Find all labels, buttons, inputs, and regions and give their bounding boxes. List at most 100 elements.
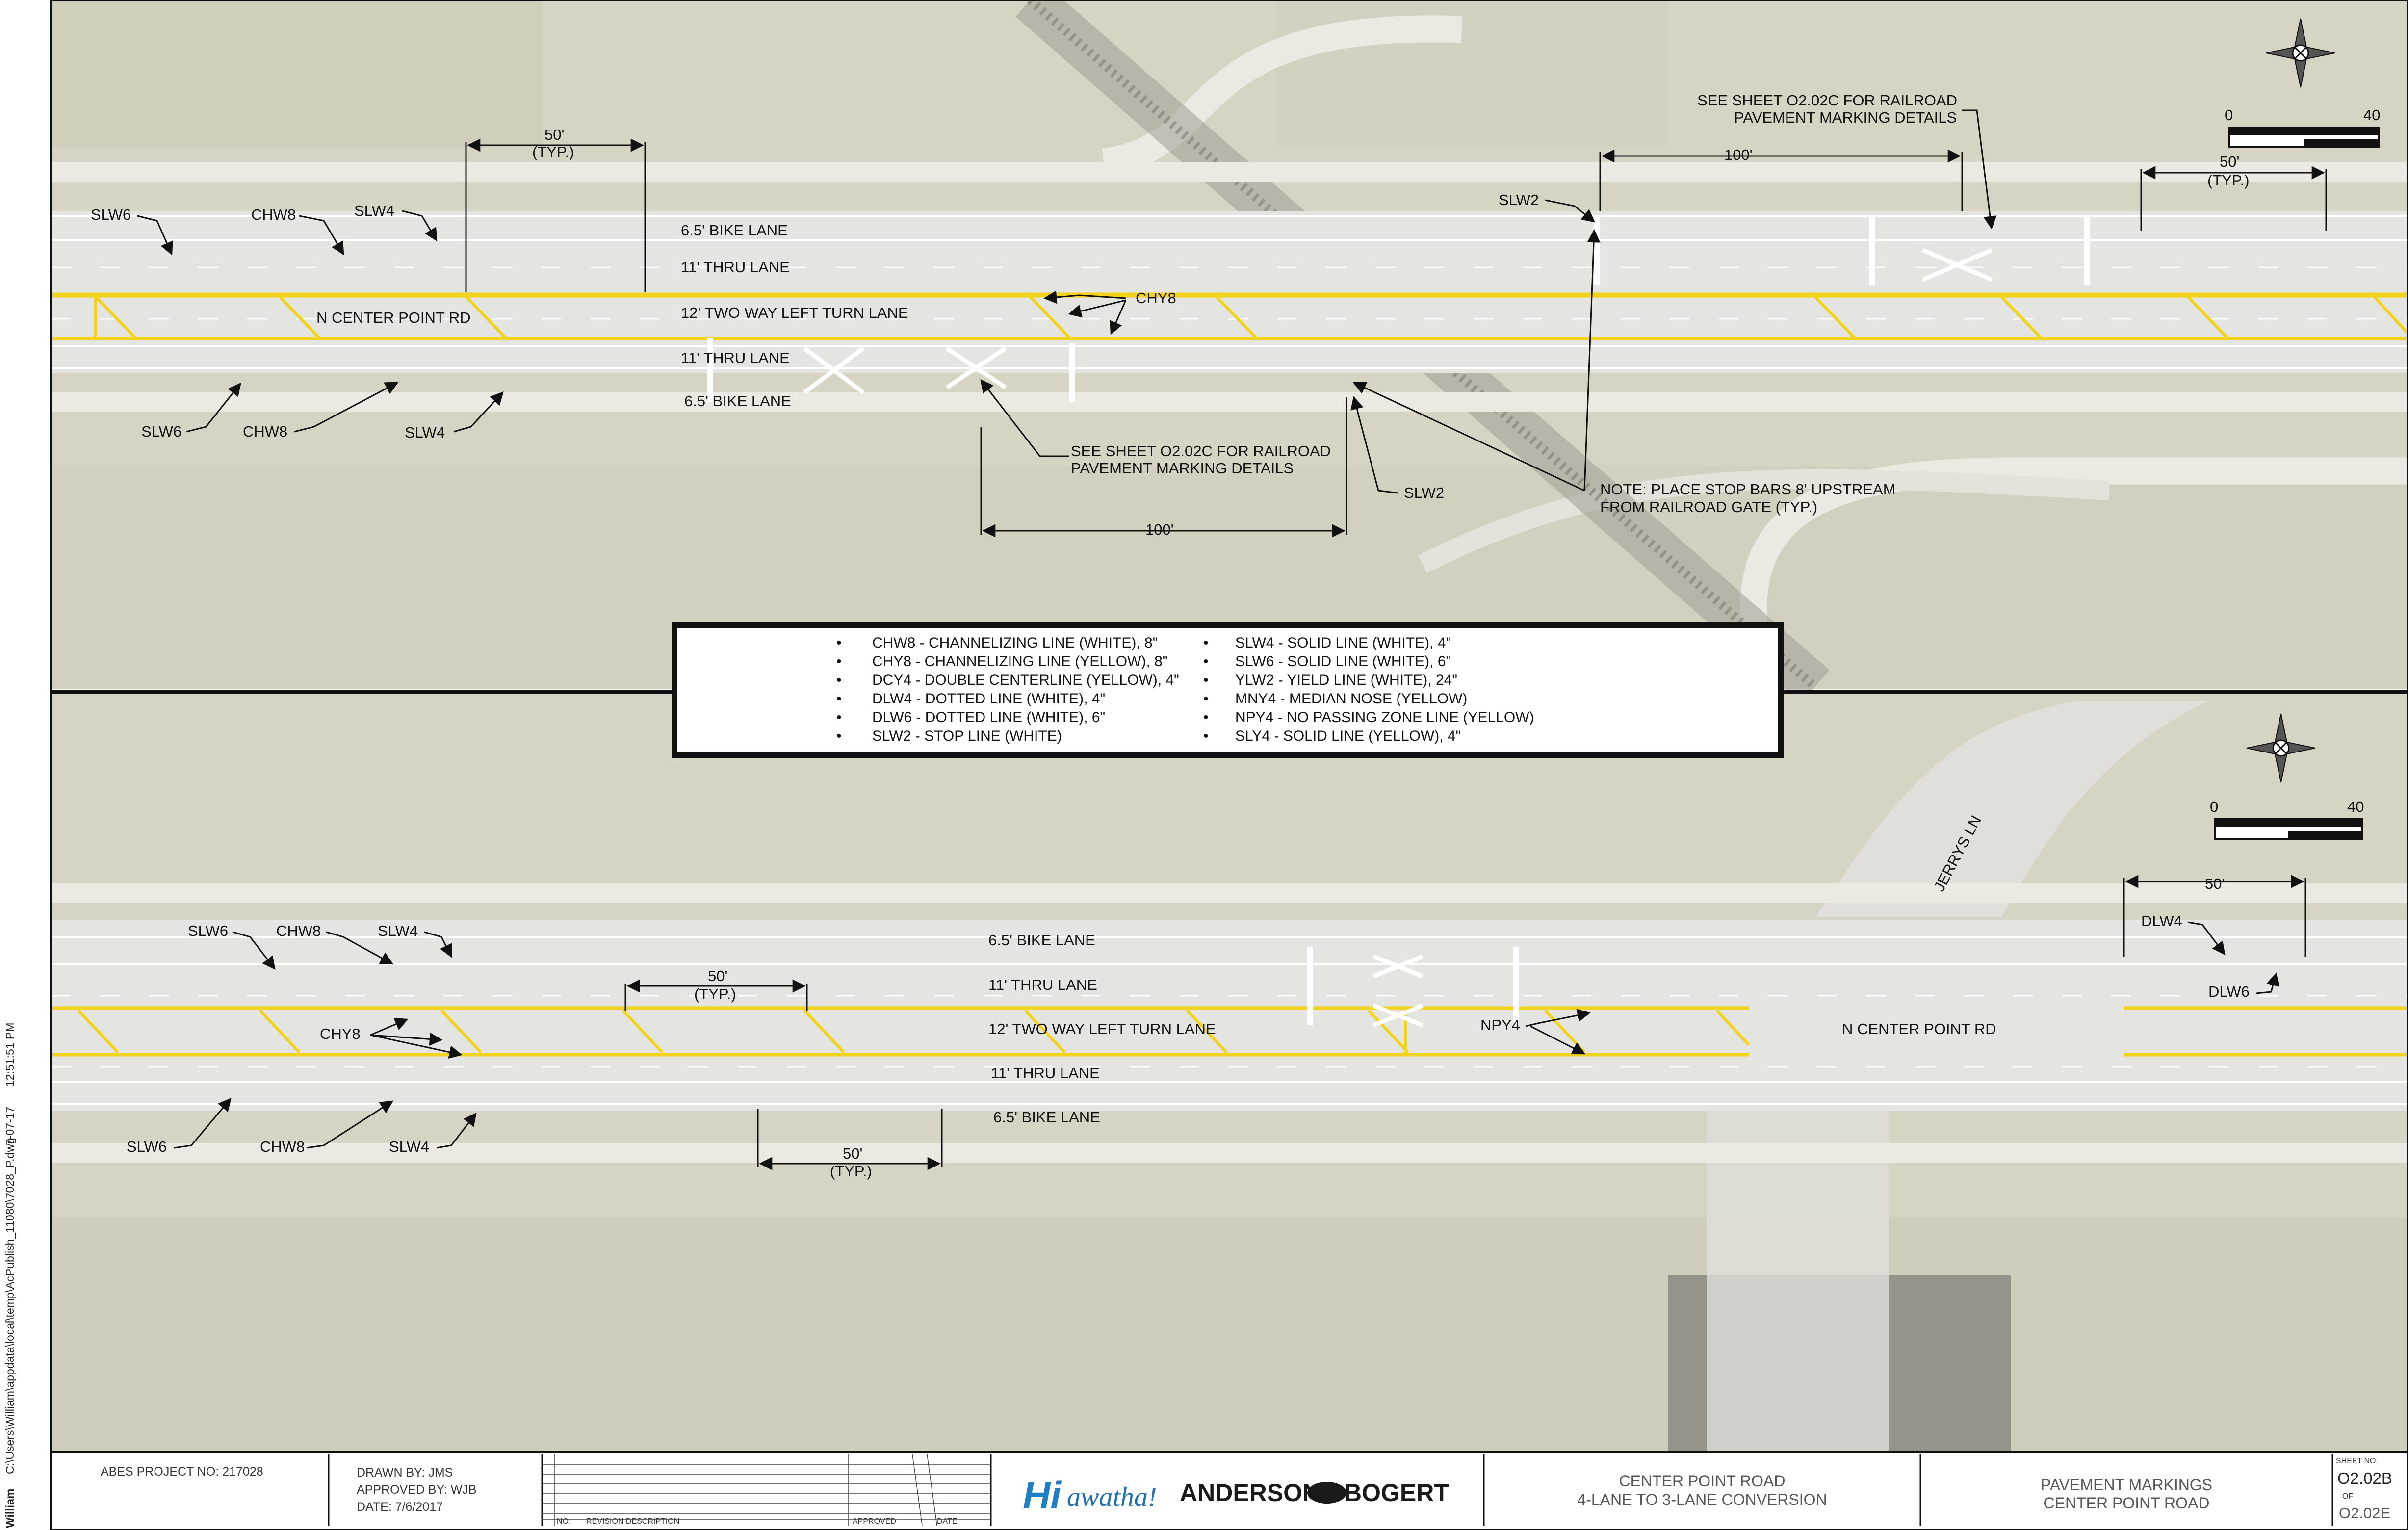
callout-chw8: CHW8 xyxy=(260,1138,305,1155)
scale-bar xyxy=(2228,127,2380,148)
legend-bullet: • xyxy=(1203,728,1209,744)
project-subtitle: 4-LANE TO 3-LANE CONVERSION xyxy=(1577,1491,1827,1508)
callout-slw4: SLW4 xyxy=(354,202,394,219)
callout-dlw6: DLW6 xyxy=(2208,983,2250,1000)
callout-slw4: SLW4 xyxy=(378,922,418,939)
legend-item: SLW6 - SOLID LINE (WHITE), 6" xyxy=(1235,653,1451,670)
callout-chw8: CHW8 xyxy=(276,922,321,939)
callout-slw6: SLW6 xyxy=(188,922,228,939)
dimension-label: (TYP.) xyxy=(830,1163,872,1180)
legend-item: CHW8 - CHANNELIZING LINE (WHITE), 8" xyxy=(872,635,1158,651)
note: NOTE: PLACE STOP BARS 8' UPSTREAM xyxy=(1600,481,1896,498)
top-labels: 6.5' BIKE LANE 11' THRU LANE 12' TWO WAY… xyxy=(91,92,2380,538)
sheet-title: PAVEMENT MARKINGS xyxy=(2041,1476,2212,1494)
sheet-subtitle: CENTER POINT ROAD xyxy=(2044,1494,2210,1512)
lane-label: 6.5' BIKE LANE xyxy=(681,222,788,239)
legend-item: CHY8 - CHANNELIZING LINE (YELLOW), 8" xyxy=(872,653,1167,670)
legend-item: SLW2 - STOP LINE (WHITE) xyxy=(872,728,1062,744)
legend-item: SLY4 - SOLID LINE (YELLOW), 4" xyxy=(1235,728,1461,744)
dimension-label: 50' xyxy=(708,967,727,985)
legend-bullet: • xyxy=(1203,672,1209,688)
title-block xyxy=(50,1451,2408,1530)
legend-bullet: • xyxy=(836,653,842,670)
legend-bullet: • xyxy=(836,672,842,688)
legend-item: DLW6 - DOTTED LINE (WHITE), 6" xyxy=(872,709,1105,726)
title-block-text: ABES PROJECT NO: 217028 DRAWN BY: JMS AP… xyxy=(101,1457,2392,1526)
scale-label: 0 xyxy=(2225,106,2233,124)
lane-label: 11' THRU LANE xyxy=(681,349,790,366)
lane-label: 6.5' BIKE LANE xyxy=(993,1109,1100,1126)
legend-bullet: • xyxy=(1203,653,1209,670)
legend-bullet: • xyxy=(836,728,842,744)
project-title: CENTER POINT ROAD xyxy=(1619,1472,1786,1490)
revision-header: DATE xyxy=(937,1517,957,1526)
top-plan-panel xyxy=(51,0,2408,703)
note: PAVEMENT MARKING DETAILS xyxy=(1734,109,1957,126)
lane-label: 6.5' BIKE LANE xyxy=(684,392,791,410)
legend-bullet: • xyxy=(836,691,842,707)
dimension-label: 50' xyxy=(2205,875,2225,892)
anderson-bogert-swoosh-icon xyxy=(1307,1482,1346,1504)
legend-bullet: • xyxy=(836,709,842,726)
anderson-bogert-logo: ANDERSON xyxy=(1180,1479,1320,1506)
plot-time: 12:51:51 PM xyxy=(3,1023,16,1087)
dimension-label: (TYP.) xyxy=(2207,172,2250,189)
dimension-label: 100' xyxy=(1724,146,1753,163)
callout-slw4: SLW4 xyxy=(389,1138,429,1155)
legend-item: DCY4 - DOUBLE CENTERLINE (YELLOW), 4" xyxy=(872,672,1179,688)
plot-date: 7-07-17 xyxy=(3,1107,16,1145)
of-label: OF xyxy=(2342,1492,2353,1501)
scale-label: 40 xyxy=(2363,106,2380,124)
dimension-label: (TYP.) xyxy=(694,985,736,1003)
lane-label: 11' THRU LANE xyxy=(991,1064,1100,1082)
note: SEE SHEET O2.02C FOR RAILROAD xyxy=(1071,442,1331,460)
callout-dlw4: DLW4 xyxy=(2141,912,2182,930)
drawn-by: DRAWN BY: JMS xyxy=(357,1466,453,1479)
lane-label: 12' TWO WAY LEFT TURN LANE xyxy=(988,1020,1216,1037)
top-annotation-linework xyxy=(137,109,2327,538)
drawing-date: DATE: 7/6/2017 xyxy=(357,1500,443,1514)
legend-bullet: • xyxy=(1203,635,1209,651)
lane-label: 12' TWO WAY LEFT TURN LANE xyxy=(681,304,908,321)
hiawatha-logo: Hi xyxy=(1023,1474,1062,1517)
legend-box xyxy=(672,622,1784,758)
scale-bar xyxy=(2214,818,2363,840)
note: FROM RAILROAD GATE (TYP.) xyxy=(1600,498,1817,516)
callout-npy4: NPY4 xyxy=(1480,1016,1520,1034)
revision-header: NO. xyxy=(557,1517,570,1526)
callout-slw6: SLW6 xyxy=(127,1138,167,1155)
legend-item: YLW2 - YIELD LINE (WHITE), 24" xyxy=(1235,672,1457,688)
note: PAVEMENT MARKING DETAILS xyxy=(1071,460,1294,477)
lane-label: 11' THRU LANE xyxy=(988,976,1097,993)
bottom-annotation-linework xyxy=(174,875,2306,1170)
hiawatha-logo-text: awatha! xyxy=(1067,1482,1157,1512)
plot-stamp: William C:\Users\William\appdata\local\t… xyxy=(3,1023,16,1528)
callout-slw6: SLW6 xyxy=(141,423,181,440)
sheet-number: O2.02B xyxy=(2337,1469,2392,1487)
dimension-label: 50' xyxy=(544,126,564,143)
anderson-bogert-logo-text: BOGERT xyxy=(1344,1479,1449,1506)
callout-slw2: SLW2 xyxy=(1404,484,1444,501)
legend-text: • • • • • • CHW8 - CHANNELIZING LINE (WH… xyxy=(836,635,1534,744)
callout-slw4: SLW4 xyxy=(405,424,445,441)
callout-chw8: CHW8 xyxy=(243,423,287,440)
sheet-no-label: SHEET NO. xyxy=(2336,1457,2378,1465)
legend-item: SLW4 - SOLID LINE (WHITE), 4" xyxy=(1235,635,1451,651)
dimension-label: 50' xyxy=(2220,153,2239,170)
north-arrow-icon xyxy=(2266,18,2335,88)
sheet-total: O2.02E xyxy=(2339,1504,2390,1522)
legend-bullet: • xyxy=(1203,709,1209,726)
callout-slw2: SLW2 xyxy=(1499,191,1539,208)
bottom-plan-panel xyxy=(51,694,2408,1452)
approved-by: APPROVED BY: WJB xyxy=(357,1483,477,1497)
revision-header: APPROVED xyxy=(853,1517,896,1526)
legend-bullet: • xyxy=(1203,691,1209,707)
project-number: ABES PROJECT NO: 217028 xyxy=(101,1465,263,1478)
plot-user: William xyxy=(3,1489,16,1528)
lane-label: 11' THRU LANE xyxy=(681,259,790,276)
north-arrow-icon xyxy=(2246,713,2316,783)
callout-slw6: SLW6 xyxy=(91,206,131,223)
dimension-label: 50' xyxy=(843,1145,862,1162)
road-name: N CENTER POINT RD xyxy=(316,309,471,326)
